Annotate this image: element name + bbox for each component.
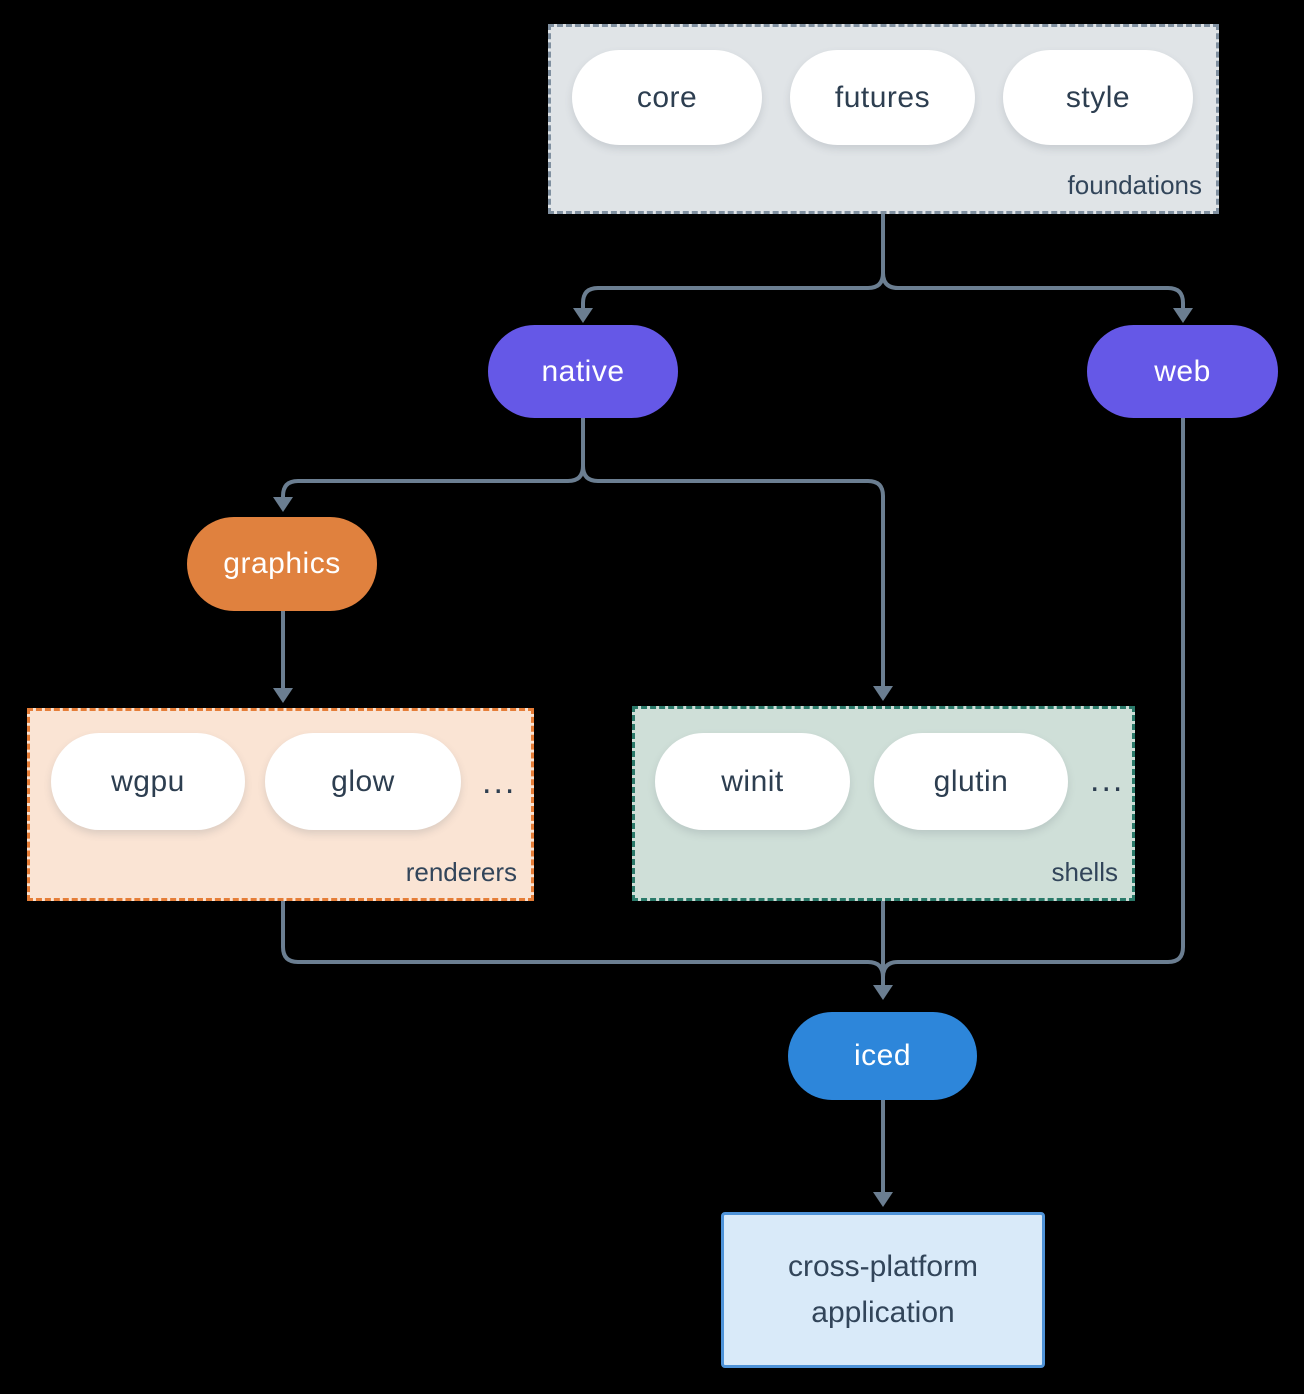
shells-group: winit glutin ... shells [632, 706, 1135, 901]
node-winit: winit [655, 733, 850, 830]
node-cross-platform-application: cross-platform application [721, 1212, 1045, 1368]
node-graphics: graphics [187, 517, 377, 611]
node-wgpu: wgpu [51, 733, 245, 830]
arrowhead-native [573, 308, 593, 323]
edge-foundations-native [581, 214, 885, 309]
edge-native-graphics [281, 418, 585, 499]
foundations-label: foundations [1067, 170, 1202, 200]
foundations-group: core futures style foundations [548, 24, 1219, 214]
renderers-group: wgpu glow ... renderers [27, 708, 534, 901]
arrowhead-iced [873, 985, 893, 1000]
arrowhead-renderers [273, 688, 293, 703]
shells-label: shells [1051, 857, 1118, 887]
renderers-label: renderers [405, 857, 517, 887]
arrowhead-shells [873, 686, 893, 701]
node-native: native [488, 325, 678, 418]
renderers-ellipsis: ... [482, 763, 517, 801]
node-style: style [1003, 50, 1193, 145]
shells-ellipsis: ... [1090, 761, 1125, 799]
node-core: core [572, 50, 762, 145]
edge-renderers-merge [281, 901, 885, 978]
arrowhead-web [1173, 308, 1193, 323]
node-glow: glow [265, 733, 461, 830]
node-web: web [1087, 325, 1278, 418]
node-glutin: glutin [874, 733, 1068, 830]
edge-foundations-web [881, 272, 1185, 309]
node-futures: futures [790, 50, 975, 145]
arrowhead-graphics [273, 497, 293, 512]
node-iced: iced [788, 1012, 977, 1100]
edge-native-shells [581, 465, 885, 687]
arrowhead-app [873, 1192, 893, 1207]
